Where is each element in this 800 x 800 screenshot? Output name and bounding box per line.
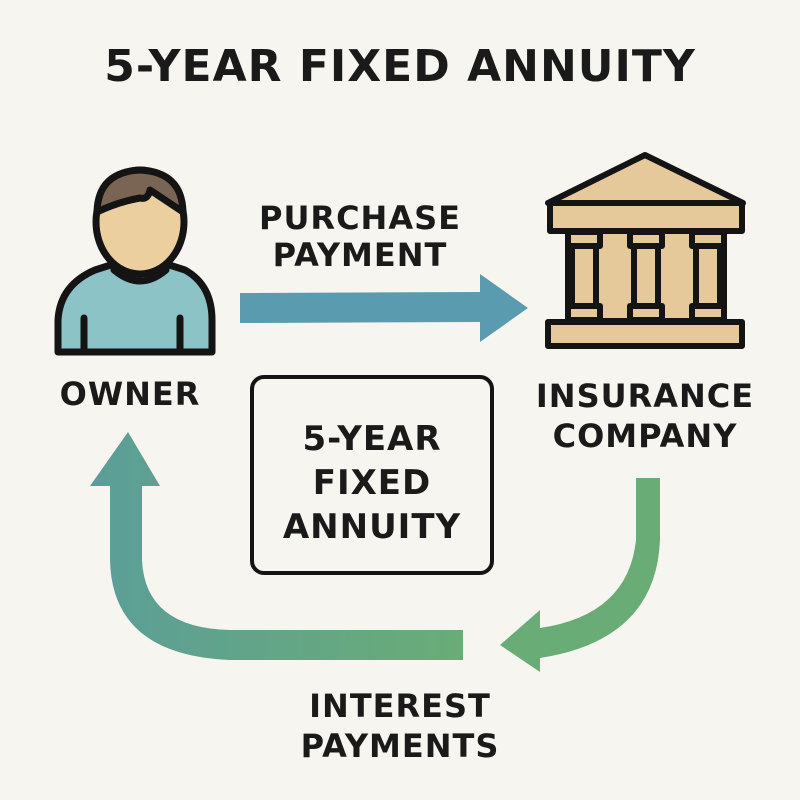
purchase-label-line2: PAYMENT bbox=[272, 235, 448, 274]
insurer-label-line1: INSURANCE bbox=[535, 377, 755, 415]
interest-arrow-right bbox=[500, 478, 660, 672]
annuity-box-text: 5-YEAR FIXED ANNUITY bbox=[254, 417, 490, 550]
insurer-label-line2: COMPANY bbox=[552, 417, 738, 455]
interest-label-line1: INTEREST bbox=[309, 687, 491, 725]
purchase-arrow bbox=[240, 274, 528, 342]
box-line3: ANNUITY bbox=[282, 507, 462, 548]
annuity-box: 5-YEAR FIXED ANNUITY bbox=[250, 375, 494, 575]
interest-payments-label: INTEREST PAYMENTS bbox=[260, 686, 540, 766]
box-line2: FIXED bbox=[312, 463, 432, 504]
page-title: 5-YEAR FIXED ANNUITY bbox=[104, 41, 696, 92]
purchase-payment-label: PURCHASE PAYMENT bbox=[230, 200, 490, 274]
interest-arrow-left bbox=[90, 432, 463, 660]
owner-label: OWNER bbox=[59, 375, 201, 413]
bank-building-icon bbox=[545, 152, 746, 349]
insurance-company-label: INSURANCE COMPANY bbox=[520, 376, 770, 456]
interest-label-line2: PAYMENTS bbox=[300, 727, 500, 765]
box-line1: 5-YEAR bbox=[302, 419, 442, 459]
person-icon bbox=[54, 166, 216, 356]
purchase-label-line1: PURCHASE bbox=[258, 199, 461, 237]
